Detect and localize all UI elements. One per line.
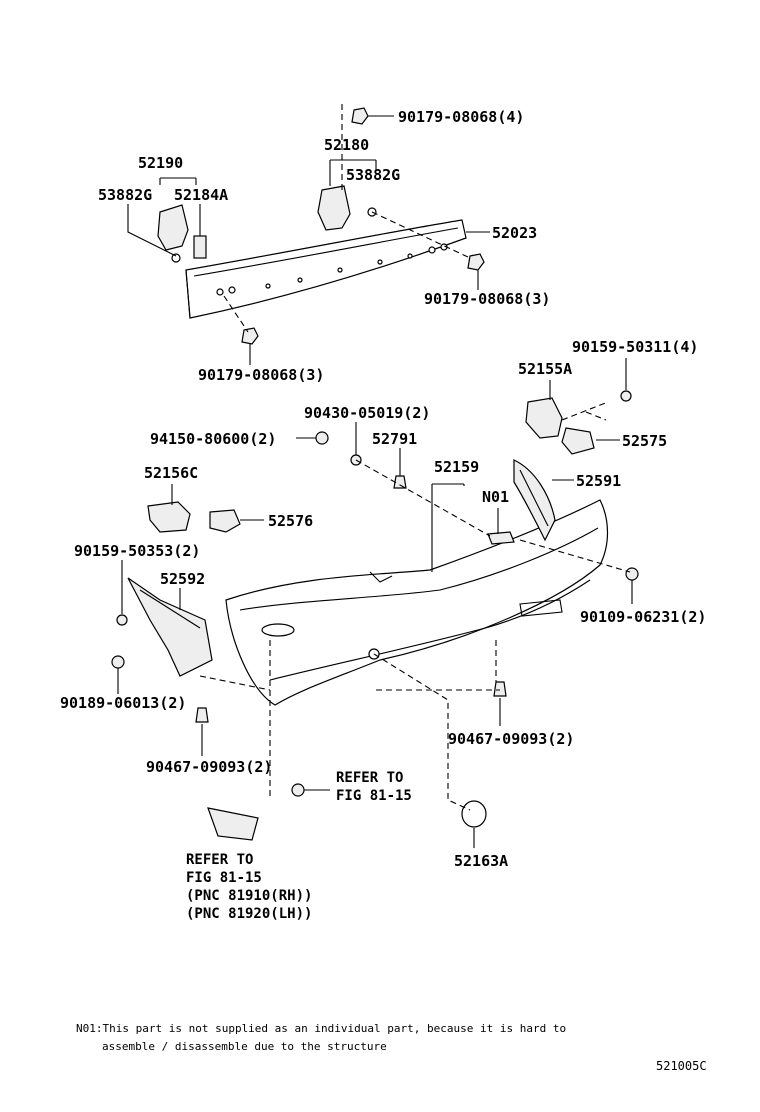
label-52180: 52180 (324, 136, 369, 154)
diagram-code: 521005C (656, 1059, 707, 1073)
refer-right-line2: FIG 81-15 (336, 788, 412, 804)
bumper-reinforcement-52023 (185, 219, 467, 319)
retainer-52592 (127, 577, 213, 677)
label-94150-80600: 94150-80600(2) (150, 430, 276, 448)
retainer-52591 (513, 459, 556, 542)
bumper-cover-52159 (225, 499, 609, 706)
label-90467-09093-left: 90467-09093(2) (146, 758, 272, 776)
label-90179-08068-left: 90179-08068(3) (198, 366, 324, 384)
label-90159-50353: 90159-50353(2) (74, 542, 200, 560)
label-52023: 52023 (492, 224, 537, 242)
nut-90179-right (467, 253, 485, 271)
label-53882G-mid: 53882G (346, 166, 400, 184)
label-90179-08068-top: 90179-08068(4) (398, 108, 524, 126)
clip-90467-right (493, 681, 507, 697)
label-53882G-left: 53882G (98, 186, 152, 204)
bracket-52156C (147, 501, 191, 533)
clip-refer-81-15 (291, 783, 305, 797)
label-52576: 52576 (268, 512, 313, 530)
footnote-line1: N01:This part is not supplied as an indi… (76, 1022, 566, 1035)
nut-90179-left (241, 327, 259, 345)
label-52184A: 52184A (174, 186, 228, 204)
label-90159-50311: 90159-50311(4) (572, 338, 698, 356)
bracket-52155A (525, 397, 563, 439)
bracket-52576 (209, 509, 241, 533)
label-52159: 52159 (434, 458, 479, 476)
refer-left-line1: REFER TO (186, 852, 253, 868)
label-90430-05019: 90430-05019(2) (304, 404, 430, 422)
label-N01: N01 (482, 488, 509, 506)
clip-90189 (111, 655, 125, 669)
clip-94150 (315, 431, 329, 445)
label-52163A: 52163A (454, 852, 508, 870)
bracket-52180 (317, 185, 377, 231)
cap-52163A (461, 800, 487, 828)
label-52592: 52592 (160, 570, 205, 588)
label-90109-06231: 90109-06231(2) (580, 608, 706, 626)
label-52156C: 52156C (144, 464, 198, 482)
refer-left-line3: (PNC 81910(RH)) (186, 888, 312, 904)
bracket-52190 (157, 204, 207, 263)
nut-90179-top (351, 107, 369, 125)
clip-90159-50311 (620, 390, 632, 402)
retainer-N01 (487, 531, 515, 545)
clip-90159-50353 (116, 614, 128, 626)
label-52591: 52591 (576, 472, 621, 490)
label-90189-06013: 90189-06013(2) (60, 694, 186, 712)
label-90179-08068-right: 90179-08068(3) (424, 290, 550, 308)
label-52190: 52190 (138, 154, 183, 172)
label-90467-09093-right: 90467-09093(2) (448, 730, 574, 748)
label-52791: 52791 (372, 430, 417, 448)
label-52155A: 52155A (518, 360, 572, 378)
clip-90467-left (195, 707, 209, 723)
footnote-line2: assemble / disassemble due to the struct… (102, 1040, 387, 1053)
label-52575: 52575 (622, 432, 667, 450)
refer-right-line1: REFER TO (336, 770, 403, 786)
screw-52791 (393, 448, 407, 489)
reflector-81910 (207, 807, 259, 841)
refer-left-line4: (PNC 81920(LH)) (186, 906, 312, 922)
refer-left-line2: FIG 81-15 (186, 870, 262, 886)
screw-90109 (625, 567, 639, 581)
bracket-52575 (561, 427, 595, 455)
